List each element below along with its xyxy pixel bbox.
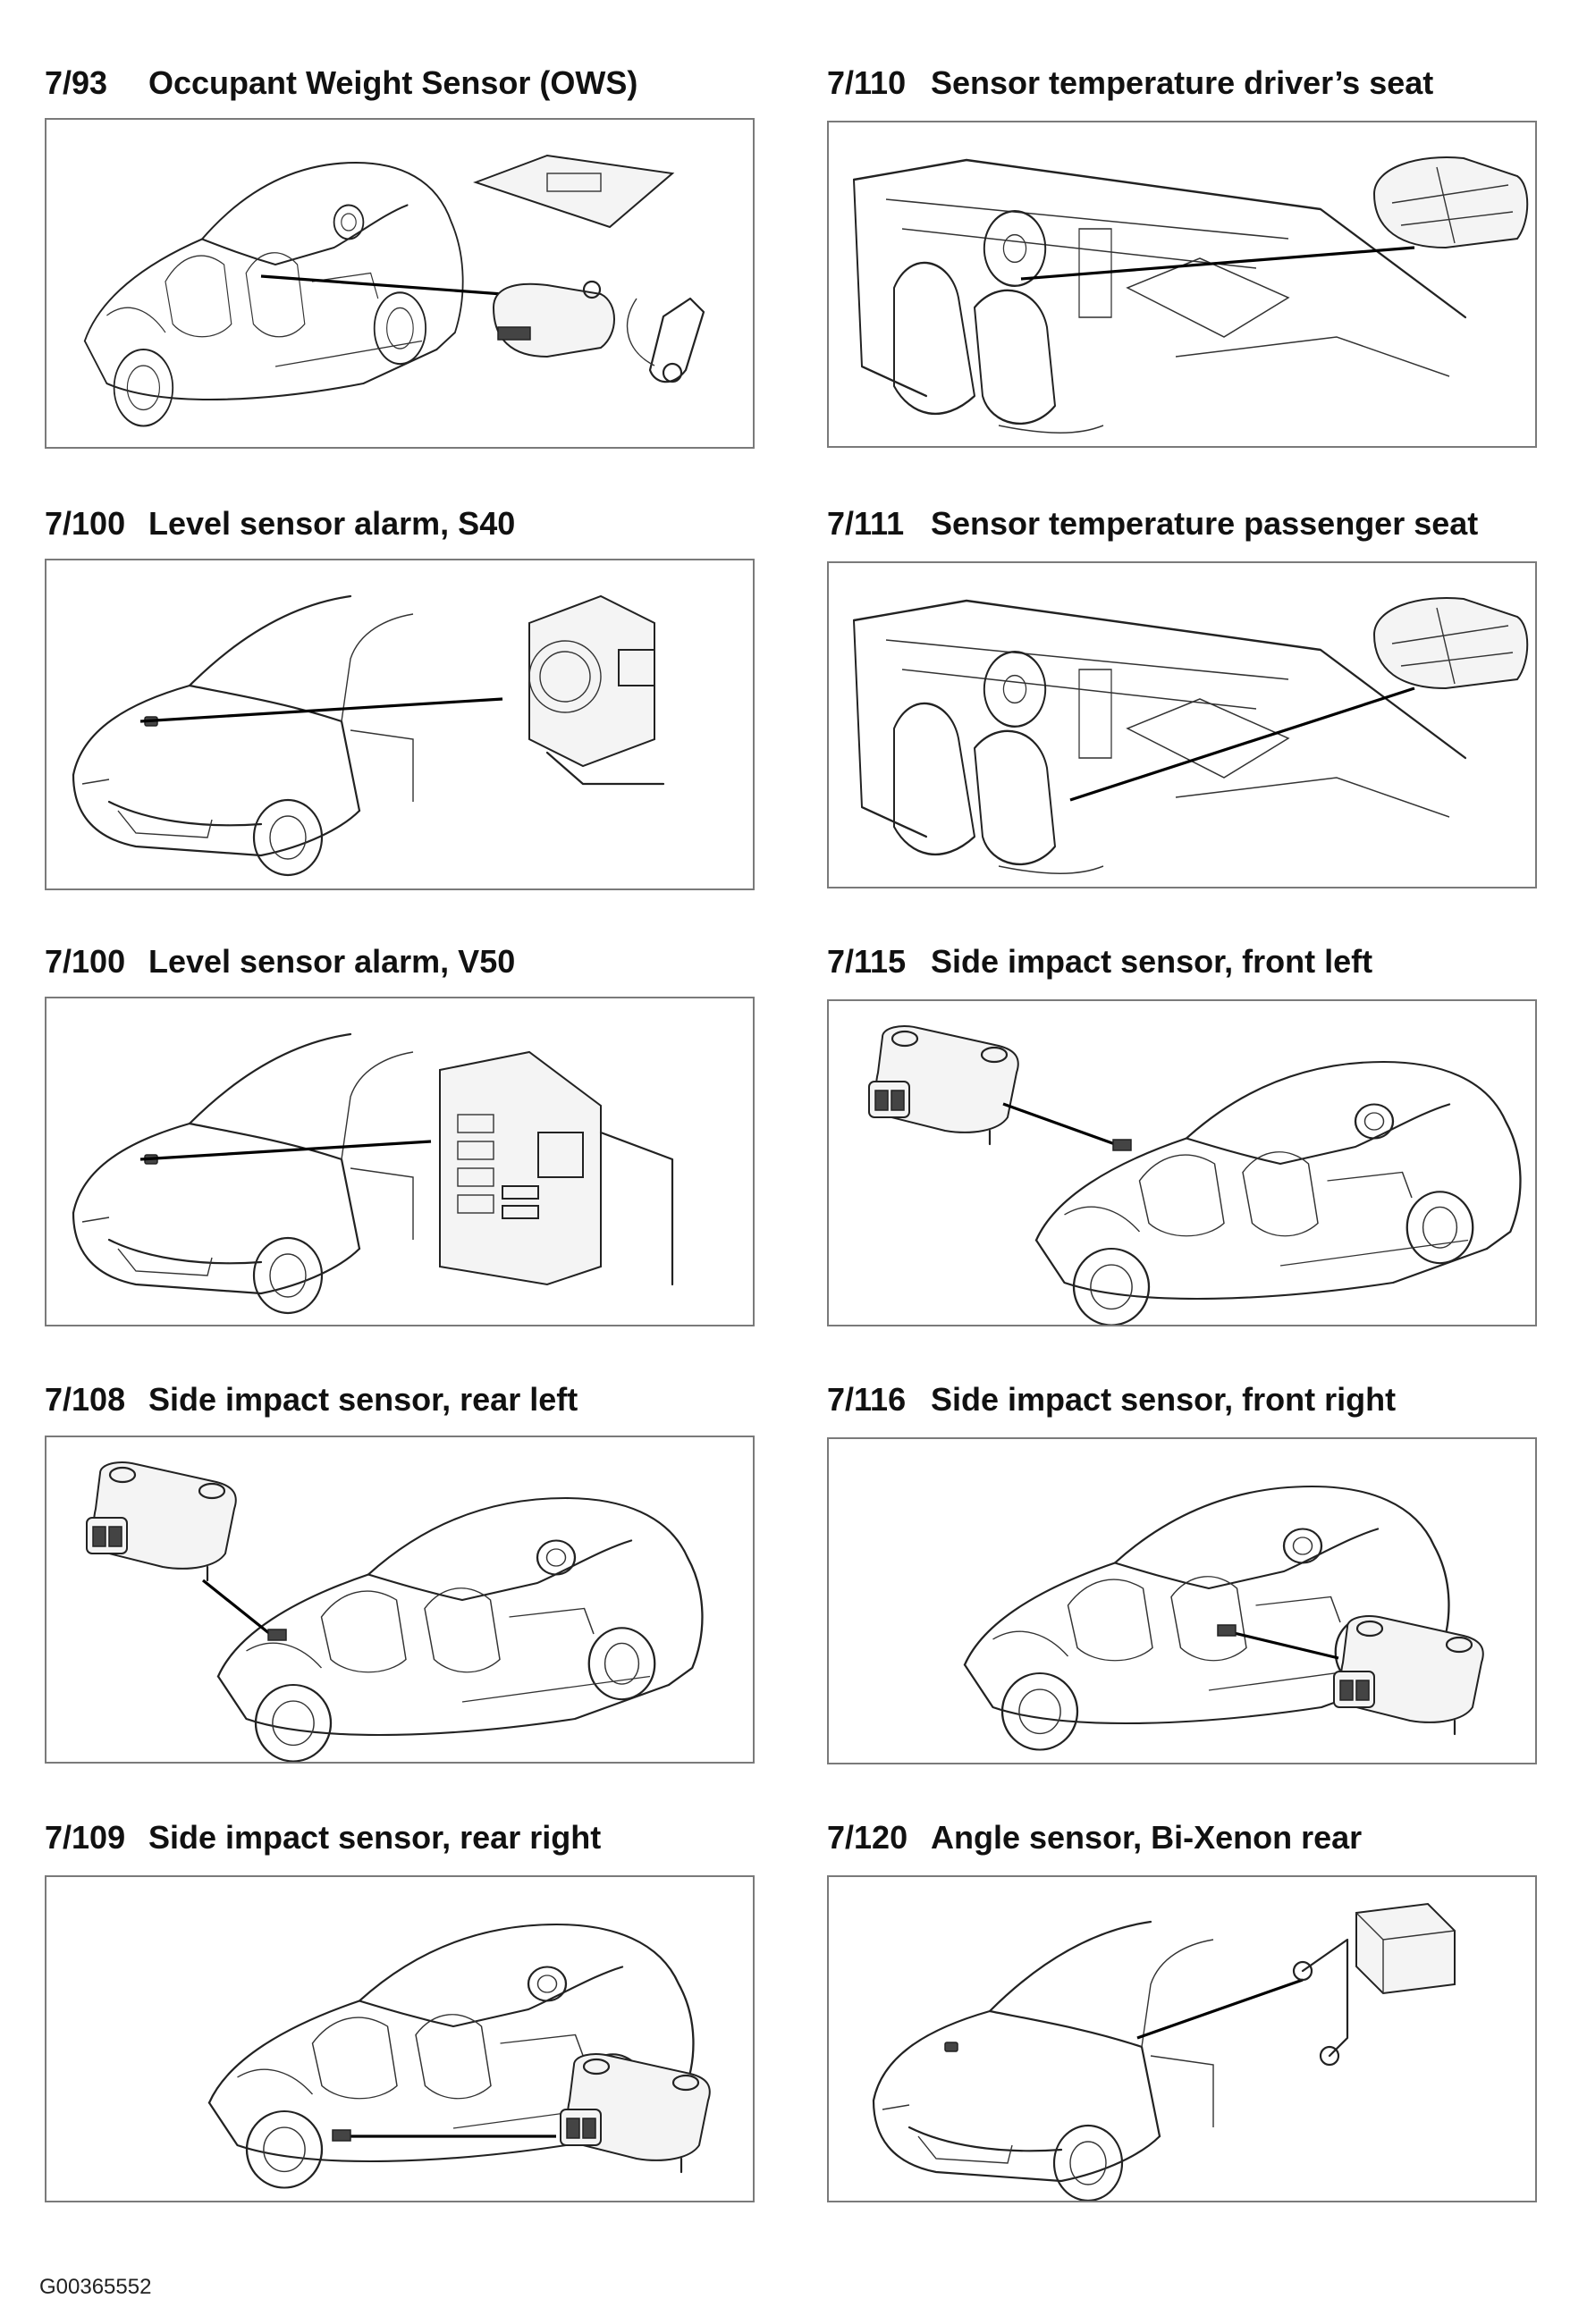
panel-number: 7/115 [827,943,907,980]
s40-level-sensor [528,594,655,768]
panel-temp-driver-seat: 7/110 Sensor temperature driver’s seat [827,64,1542,458]
panel-title: Level sensor alarm, V50 [148,943,516,980]
illustration-frame [45,118,755,449]
front-right-illustration [963,1485,1484,1751]
panel-number: 7/100 [45,943,126,980]
panel-title: Side impact sensor, rear right [148,1819,602,1856]
panel-number: 7/111 [827,505,905,542]
panel-title: Occupant Weight Sensor (OWS) [148,64,638,101]
angle-sensor-illustration [872,1902,1456,2201]
panel-number: 7/100 [45,505,126,542]
illustration-frame [827,561,1537,888]
panel-number: 7/109 [45,1819,126,1856]
rear-right-illustration [207,1923,711,2189]
panel-title: Side impact sensor, front left [931,943,1373,980]
panel-number: 7/116 [827,1381,907,1418]
illustration-frame [45,559,755,890]
panel-caption: 7/111 Sensor temperature passenger seat [827,505,1542,550]
panel-title: Side impact sensor, rear left [148,1381,578,1418]
panel-impact-rear-right: 7/109 Side impact sensor, rear right [45,1819,760,2212]
s40-illustration [72,594,665,877]
panel-caption: 7/100 Level sensor alarm, V50 [45,943,760,988]
panel-number: 7/120 [827,1819,908,1856]
driver-seat-illustration [852,156,1529,434]
ows-control-unit [492,282,615,358]
panel-impact-front-right: 7/116 Side impact sensor, front right [827,1381,1542,1774]
angle-sensor [1355,1902,1456,1995]
passenger-seat-illustration [852,597,1529,875]
panel-title: Side impact sensor, front right [931,1381,1397,1418]
panel-caption: 7/120 Angle sensor, Bi-Xenon rear [827,1819,1542,1864]
ows-bracket [648,297,705,383]
illustration-frame [827,121,1537,448]
panel-number: 7/93 [45,64,108,101]
panel-impact-front-left: 7/115 Side impact sensor, front left [827,943,1542,1336]
panel-impact-rear-left: 7/108 Side impact sensor, rear left [45,1381,760,1774]
panel-title: Sensor temperature passenger seat [931,505,1479,542]
panel-title: Sensor temperature driver’s seat [931,64,1434,101]
panel-caption: 7/115 Side impact sensor, front left [827,943,1542,988]
rear-left-illustration [85,1461,704,1762]
panel-caption: 7/93 Occupant Weight Sensor (OWS) [45,64,760,109]
panel-title: Angle sensor, Bi-Xenon rear [931,1819,1363,1856]
panel-level-sensor-v50: 7/100 Level sensor alarm, V50 [45,943,760,1336]
panel-caption: 7/116 Side impact sensor, front right [827,1381,1542,1426]
illustration-frame [45,1875,755,2202]
v50-illustration [72,1032,674,1315]
v50-level-sensor [439,1050,602,1286]
panel-number: 7/110 [827,64,907,101]
panel-angle-sensor-bixenon: 7/120 Angle sensor, Bi-Xenon rear [827,1819,1542,2212]
panel-caption: 7/109 Side impact sensor, rear right [45,1819,760,1864]
ows-illustration [83,154,705,427]
illustration-frame [45,1436,755,1764]
panel-caption: 7/110 Sensor temperature driver’s seat [827,64,1542,109]
illustration-frame [827,999,1537,1326]
front-left-illustration [867,1024,1522,1325]
panel-caption: 7/100 Level sensor alarm, S40 [45,505,760,550]
panel-title: Level sensor alarm, S40 [148,505,516,542]
panel-temp-passenger-seat: 7/111 Sensor temperature passenger seat [827,505,1542,898]
illustration-frame [45,997,755,1326]
panel-level-sensor-s40: 7/100 Level sensor alarm, S40 [45,505,760,898]
panel-number: 7/108 [45,1381,126,1418]
panel-caption: 7/108 Side impact sensor, rear left [45,1381,760,1426]
illustration-frame [827,1875,1537,2202]
illustration-frame [827,1437,1537,1764]
document-code: G00365552 [39,2275,152,2299]
panel-ows: 7/93 Occupant Weight Sensor (OWS) [45,64,760,458]
